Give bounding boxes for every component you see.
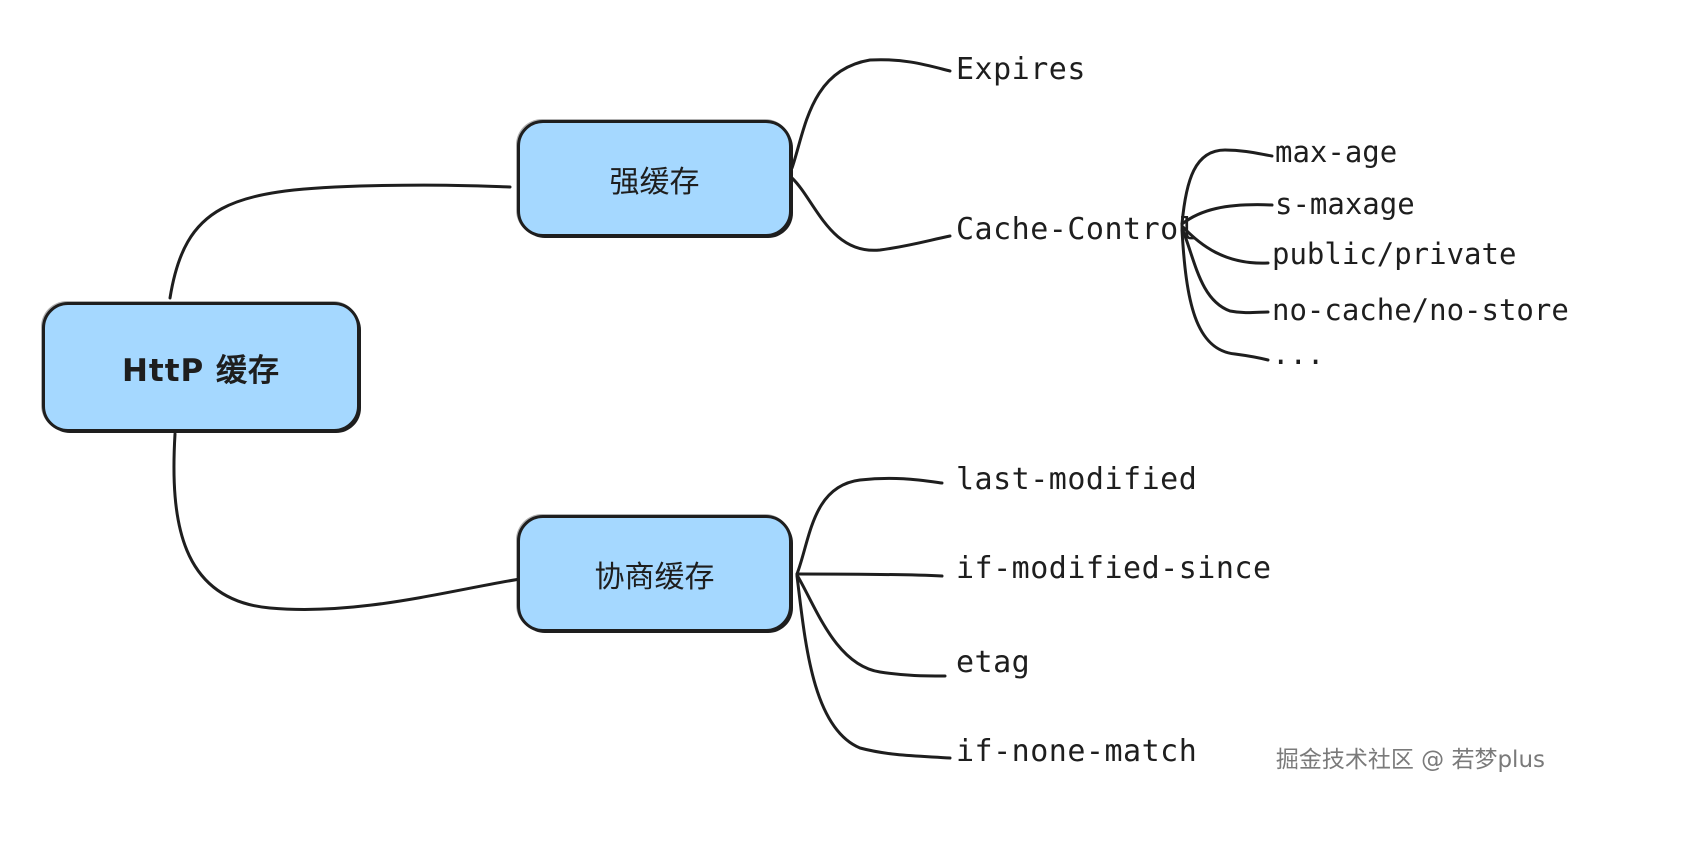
edge-nego-lastmodified [795, 476, 944, 576]
edge-nego-ifnonematch [795, 574, 952, 760]
edge-cc-more [1180, 228, 1270, 362]
watermark: 掘金技术社区 @ 若梦plus [1275, 747, 1545, 773]
edge-nego-ifmodifiedsince [795, 572, 944, 578]
negotiated-cache-node[interactable]: 协商缓存 [517, 515, 792, 632]
edge-cc-public [1180, 224, 1270, 265]
edge-strong-cachecontrol [790, 176, 952, 252]
leaf-expires[interactable]: Expires [956, 52, 1086, 87]
edge-root-strong [168, 183, 512, 300]
edge-strong-expires [790, 58, 952, 170]
edge-root-nego [172, 432, 528, 611]
edge-cc-nocache [1180, 226, 1270, 315]
leaf-more[interactable]: ... [1272, 337, 1325, 371]
leaf-last-modified[interactable]: last-modified [956, 462, 1198, 497]
leaf-etag[interactable]: etag [956, 645, 1031, 680]
strong-cache-node[interactable]: 强缓存 [517, 120, 792, 237]
edge-cc-smaxage [1180, 203, 1274, 226]
leaf-max-age[interactable]: max-age [1275, 135, 1398, 169]
root-node[interactable]: HttP 缓存 [42, 302, 360, 432]
leaf-if-modified-since[interactable]: if-modified-since [956, 551, 1272, 586]
edge-nego-etag [795, 573, 947, 678]
leaf-no-cache-no-store[interactable]: no-cache/no-store [1272, 293, 1569, 327]
leaf-public-private[interactable]: public/private [1272, 237, 1517, 271]
leaf-if-none-match[interactable]: if-none-match [956, 734, 1198, 769]
leaf-s-maxage[interactable]: s-maxage [1275, 187, 1415, 221]
leaf-cache-control[interactable]: Cache-Control [956, 212, 1198, 247]
edge-cc-maxage [1180, 148, 1274, 226]
